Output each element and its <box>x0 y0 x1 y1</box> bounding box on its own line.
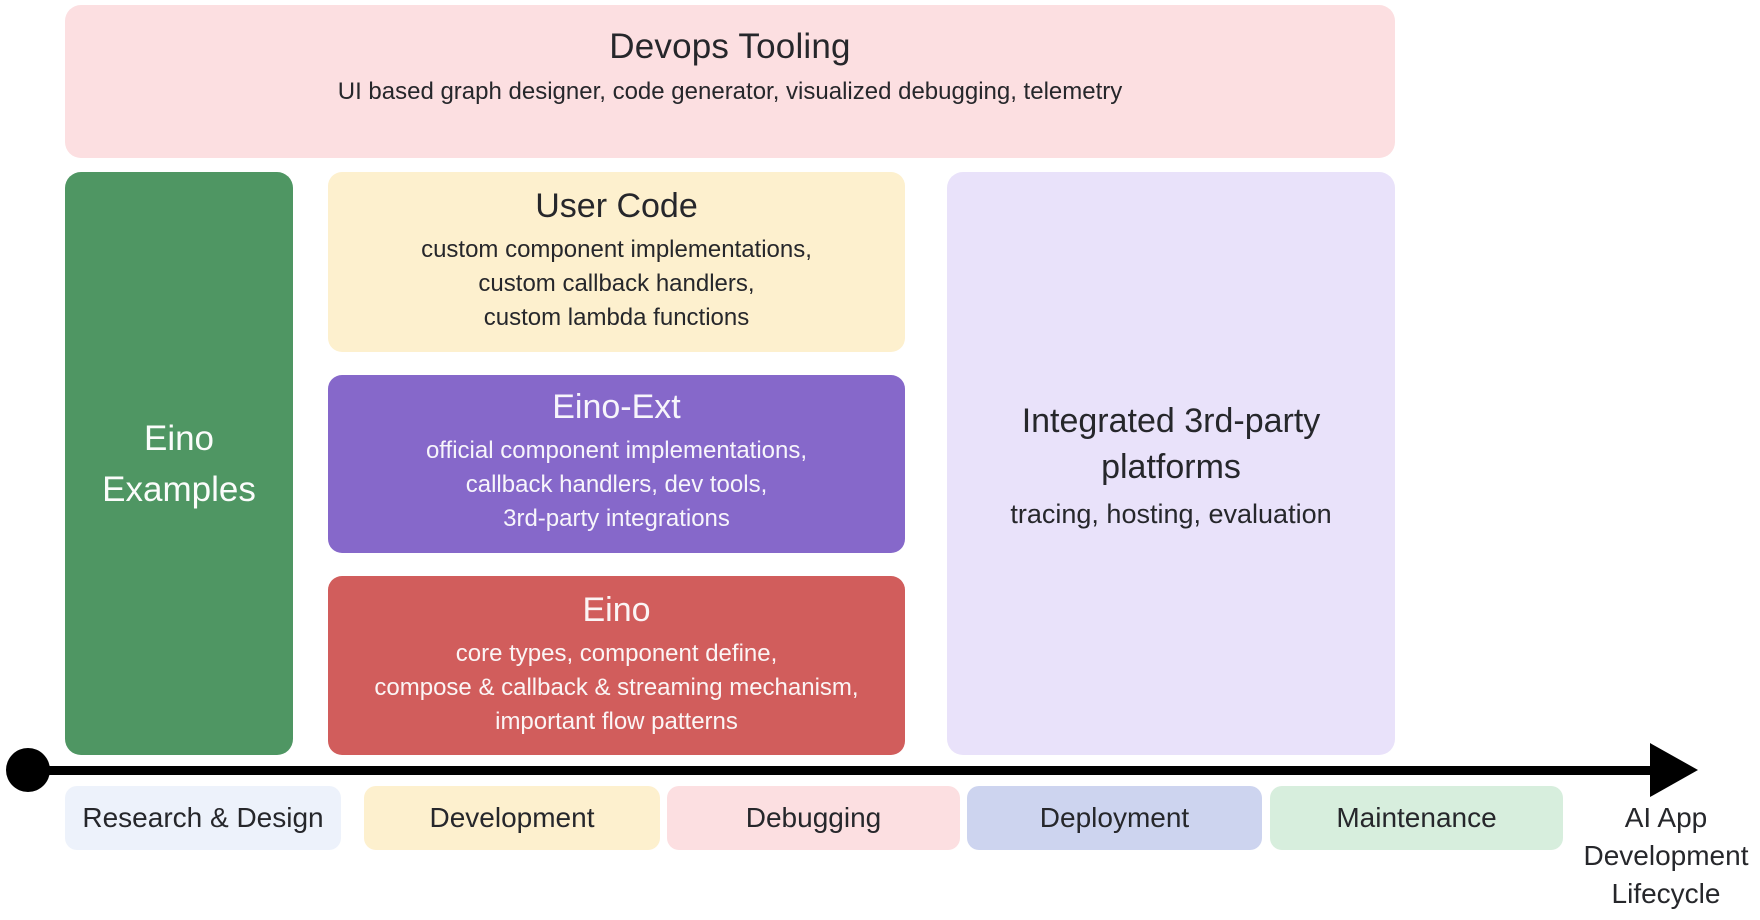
integrated-platforms-box: Integrated 3rd-party platforms tracing, … <box>947 172 1395 755</box>
lifecycle-stage-label: Maintenance <box>1336 802 1496 834</box>
integrated-platforms-title-line2: platforms <box>1101 444 1241 490</box>
lifecycle-stage-deployment: Deployment <box>967 786 1262 850</box>
lifecycle-stage-maintenance: Maintenance <box>1270 786 1563 850</box>
axis-caption-line3: Lifecycle <box>1570 875 1760 913</box>
lifecycle-stage-label: Debugging <box>746 802 881 834</box>
eino-examples-title-line1: Eino <box>144 413 214 464</box>
eino-ext-line1: official component implementations, <box>328 434 905 468</box>
lifecycle-stage-research-design: Research & Design <box>65 786 341 850</box>
eino-core-line1: core types, component define, <box>328 637 905 671</box>
user-code-line1: custom component implementations, <box>328 233 905 267</box>
devops-tooling-subtitle: UI based graph designer, code generator,… <box>65 78 1395 106</box>
integrated-platforms-title-line1: Integrated 3rd-party <box>1022 398 1321 444</box>
integrated-platforms-subtitle: tracing, hosting, evaluation <box>1010 499 1331 530</box>
timeline-axis-line <box>28 766 1654 775</box>
eino-core-line2: compose & callback & streaming mechanism… <box>328 671 905 705</box>
eino-core-title: Eino <box>328 591 905 630</box>
lifecycle-axis-caption: AI App Development Lifecycle <box>1570 799 1760 913</box>
eino-ext-line3: 3rd-party integrations <box>328 502 905 536</box>
eino-ext-title: Eino-Ext <box>328 388 905 427</box>
lifecycle-stage-debugging: Debugging <box>667 786 960 850</box>
eino-core-box: Eino core types, component define, compo… <box>328 576 905 755</box>
axis-caption-line1: AI App <box>1570 799 1760 837</box>
lifecycle-stage-label: Deployment <box>1040 802 1189 834</box>
lifecycle-stage-label: Research & Design <box>82 802 323 834</box>
lifecycle-stage-label: Development <box>430 802 595 834</box>
timeline-arrowhead-icon <box>1650 743 1698 797</box>
eino-examples-title-line2: Examples <box>102 464 256 515</box>
axis-caption-line2: Development <box>1570 837 1760 875</box>
devops-tooling-title: Devops Tooling <box>65 27 1395 67</box>
user-code-line3: custom lambda functions <box>328 301 905 335</box>
eino-ext-line2: callback handlers, dev tools, <box>328 468 905 502</box>
user-code-title: User Code <box>328 187 905 226</box>
user-code-box: User Code custom component implementatio… <box>328 172 905 352</box>
eino-core-line3: important flow patterns <box>328 705 905 739</box>
devops-tooling-box: Devops Tooling UI based graph designer, … <box>65 5 1395 158</box>
eino-examples-box: Eino Examples <box>65 172 293 755</box>
lifecycle-stage-development: Development <box>364 786 660 850</box>
eino-ext-box: Eino-Ext official component implementati… <box>328 375 905 553</box>
user-code-line2: custom callback handlers, <box>328 267 905 301</box>
